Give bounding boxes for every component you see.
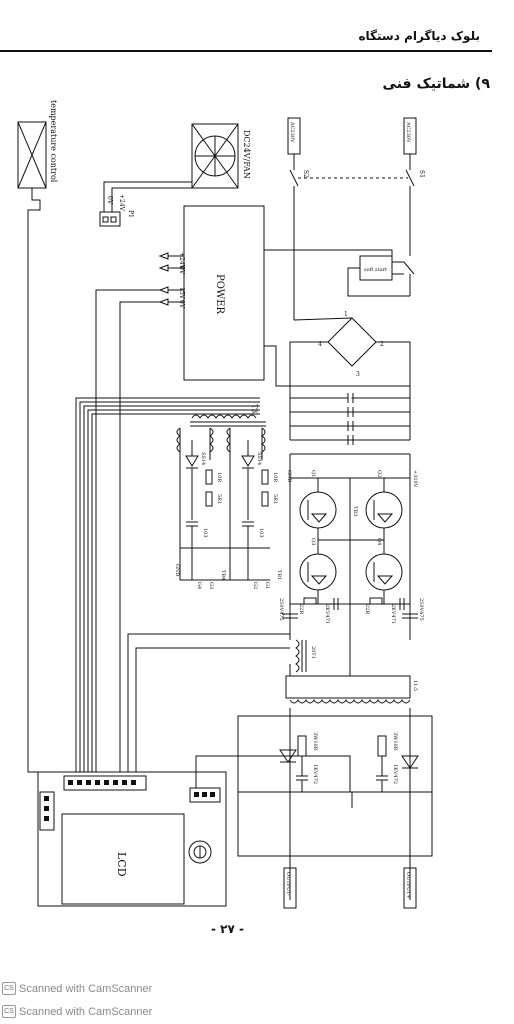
cap-c-label: 250V475 (278, 598, 284, 621)
out-right-label: OUTPUT+ (405, 872, 411, 899)
transformer-t2: 20T1 (289, 639, 351, 676)
page-header-title: بلوک دیاگرام دستگاه (358, 29, 480, 43)
camscanner-icon: CS (2, 1005, 16, 1018)
g4-label: G4 (196, 582, 202, 589)
q2-label: Q2 (376, 470, 382, 477)
snubbers: 22R 22R 2KV471 2KV471 250V475 250V475 (278, 597, 424, 640)
bridge-rectifier: 4 2 1 3 (289, 311, 411, 440)
transformer-t1: 11:5 (285, 675, 418, 704)
ac-left-label: AC230V (289, 121, 295, 143)
g1-label: G1 (264, 582, 270, 589)
header-rule (0, 50, 492, 52)
filter-capacitors (289, 393, 411, 620)
switch-s2-label: S2 (302, 170, 309, 178)
r22-a-label: 22R (298, 604, 304, 614)
out-0v-b-label: 0V (178, 300, 185, 309)
fan-label: DC24V/FAN (242, 130, 251, 179)
bridge-1-label: 1 (344, 311, 348, 318)
transformer-t3: T3 (176, 404, 266, 580)
hv-a-label: 1KV472 (312, 764, 318, 784)
r5-b-label: 5R1 (272, 494, 278, 504)
fan: DC24V/FAN +24V 0V P1 (99, 123, 251, 227)
output-terminals: OUTPUT- OUTPUT+ (283, 867, 417, 909)
tb4-label: TB4 (220, 570, 226, 580)
g2-label: G2 (252, 582, 258, 589)
c103-b-label: 103 (258, 528, 264, 538)
power-label: POWER (214, 274, 225, 315)
r10-a-label: 10R (216, 472, 222, 482)
fan-ref-label: P1 (127, 210, 134, 218)
t3-label: T3 (250, 404, 258, 413)
bridge-3-label: 3 (356, 371, 360, 378)
r10-b-label: 10R (272, 472, 278, 482)
ss14-b-label: SS14 (256, 452, 262, 465)
section-title: ۹) شماتیک فنی (382, 76, 490, 92)
gate-drivers: SS14 SS14 10R 10R 5R1 5R1 103 103 GND GN… (174, 440, 292, 589)
fan-zero-label: 0V (106, 196, 113, 205)
temperature-control: temperature control (17, 100, 58, 773)
fan-plus-label: +24V (118, 194, 125, 212)
watermark-text: Scanned with CamScanner (19, 982, 153, 995)
ac-input: AC230V AC230V S2 S1 soft start (287, 117, 425, 320)
res-a-label: 3W10R (312, 732, 318, 751)
lcd-board: LCD (37, 755, 227, 907)
r5-a-label: 5R1 (216, 494, 222, 504)
t2-label: 20T1 (310, 646, 316, 659)
igbt-bridge: Q1 Q2 Q3 Q4 +310V TB3 (290, 470, 418, 640)
watermark-text: Scanned with CamScanner (19, 1005, 153, 1018)
cap-b-label: 2KV471 (390, 604, 396, 624)
out-0v-a-label: 0V (178, 266, 185, 275)
cap-d-label: 250V475 (418, 598, 424, 621)
c103-a-label: 103 (202, 528, 208, 538)
res-b-label: 3W10R (392, 732, 398, 751)
page-number: - ٢٧ - (211, 922, 244, 936)
switch-s1-label: S1 (418, 170, 425, 178)
tb1-label: TB1 (276, 570, 282, 580)
out-15v-label: 15V (178, 287, 185, 300)
signal-wires (75, 397, 290, 772)
gnd-a-label: GND (174, 564, 180, 576)
out-24v-label: +24V (178, 252, 185, 270)
gnd-b-label: GND (286, 470, 292, 482)
t1-label: 11:5 (412, 680, 418, 691)
lcd-label: LCD (115, 852, 128, 877)
bridge-4-label: 4 (318, 341, 322, 348)
ss14-a-label: SS14 (200, 452, 206, 465)
out-left-label: OUTPUT- (285, 872, 291, 896)
watermark-1: CS Scanned with CamScanner (2, 982, 152, 995)
q4-label: Q4 (376, 538, 382, 545)
plus310-label: +310V (412, 470, 418, 488)
r22-b-label: 22R (364, 604, 370, 614)
watermark-2: CS Scanned with CamScanner (2, 1005, 152, 1018)
ac-right-label: AC230V (405, 121, 411, 143)
tb-mid-label: TB3 (352, 506, 358, 516)
bridge-2-label: 2 (380, 341, 384, 348)
q3-label: Q3 (310, 538, 316, 545)
power-block: POWER +24V 0V 15V 0V (95, 205, 393, 772)
cap-a-label: 2KV471 (324, 604, 330, 624)
temperature-control-label: temperature control (49, 100, 58, 183)
output-stage: 3W10R 3W10R 1KV472 1KV472 (210, 708, 433, 900)
soft-start-label: soft start (364, 267, 387, 273)
hv-b-label: 1KV472 (392, 764, 398, 784)
camscanner-icon: CS (2, 982, 16, 995)
q1-label: Q1 (310, 470, 316, 477)
g3-label: G3 (208, 582, 214, 589)
